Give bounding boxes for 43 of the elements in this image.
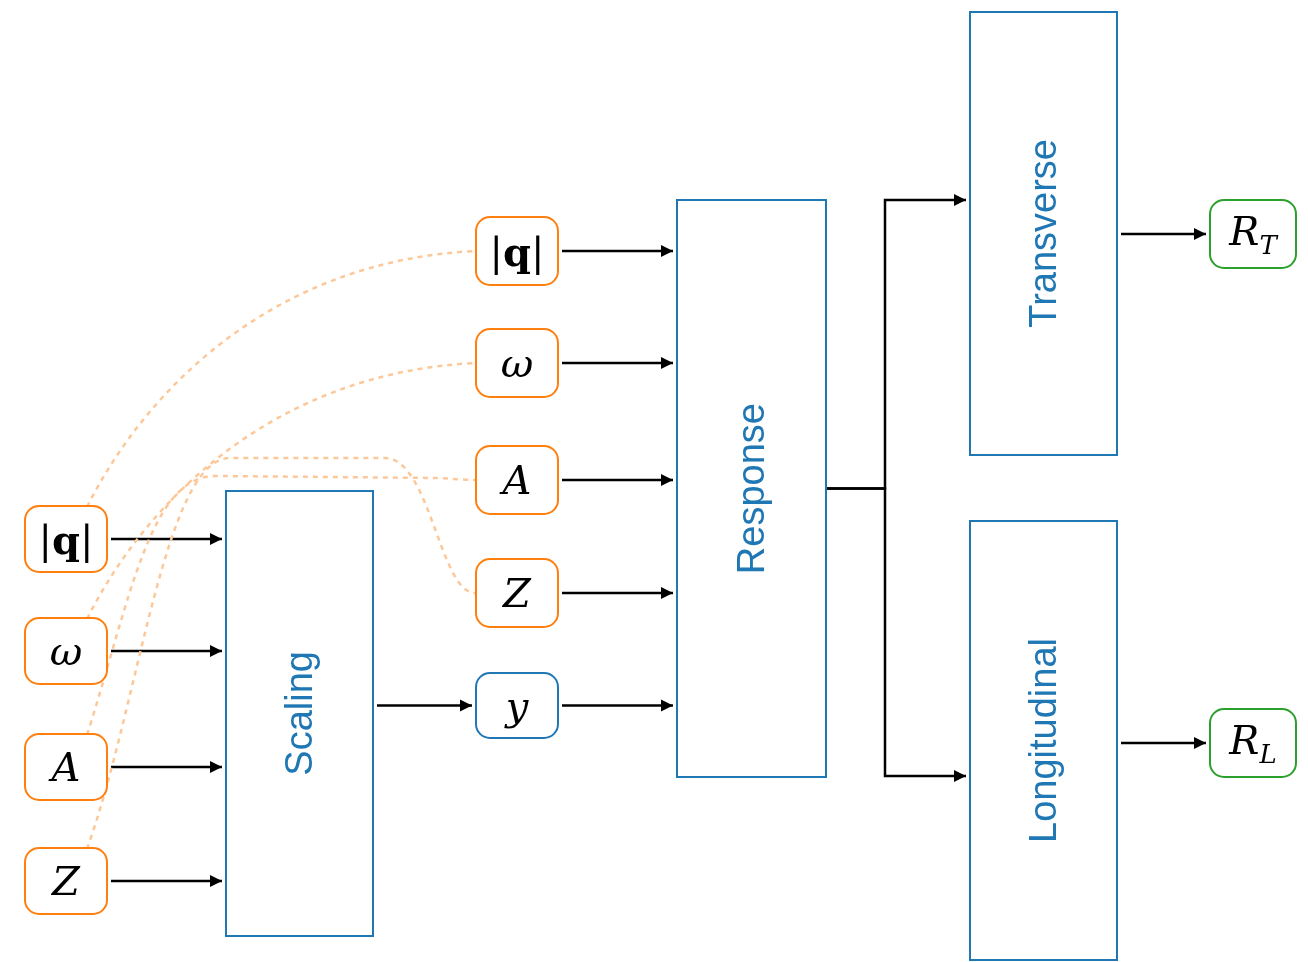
box-label: Response	[730, 402, 773, 575]
arrow	[1121, 227, 1206, 241]
output-box	[1209, 708, 1297, 778]
variable-box	[475, 672, 559, 739]
process-box	[969, 11, 1118, 456]
arrow	[562, 699, 673, 712]
variable-box	[24, 847, 108, 915]
process-box	[969, 520, 1118, 961]
arrow	[111, 644, 222, 658]
variable-box	[24, 505, 108, 573]
arrow	[562, 244, 673, 258]
variable-box	[24, 617, 108, 685]
output-box	[1209, 199, 1297, 269]
variable-box	[475, 558, 559, 628]
math-symbol: Z	[52, 858, 80, 904]
math-symbol: ω	[49, 628, 83, 674]
box-label: Transverse	[1022, 139, 1065, 328]
math-symbol: |q|	[38, 515, 94, 563]
math-symbol: R$_{L}$	[1229, 717, 1277, 769]
process-box	[676, 199, 827, 778]
box-label: Longitudinal	[1022, 638, 1065, 843]
process-box	[225, 490, 374, 937]
arrow	[111, 874, 222, 888]
math-symbol: R$_{T}$	[1229, 208, 1277, 260]
dashed-connector	[85, 456, 476, 850]
arrow	[377, 699, 472, 712]
variable-box	[475, 328, 559, 398]
arrow	[111, 532, 222, 546]
arrow	[562, 356, 673, 370]
arrow	[1121, 736, 1206, 750]
math-symbol: Z	[503, 570, 531, 616]
variable-box	[24, 733, 108, 801]
variable-box	[475, 216, 559, 286]
math-symbol: |q|	[489, 227, 545, 275]
arrow	[562, 586, 673, 600]
math-symbol: ω	[500, 340, 534, 386]
box-label: Scaling	[278, 651, 321, 776]
dashed-connector	[85, 474, 476, 736]
variable-box	[475, 445, 559, 515]
math-symbol: y	[505, 682, 529, 729]
arrow	[562, 473, 673, 487]
arrow	[111, 760, 222, 774]
arrow	[827, 487, 966, 783]
